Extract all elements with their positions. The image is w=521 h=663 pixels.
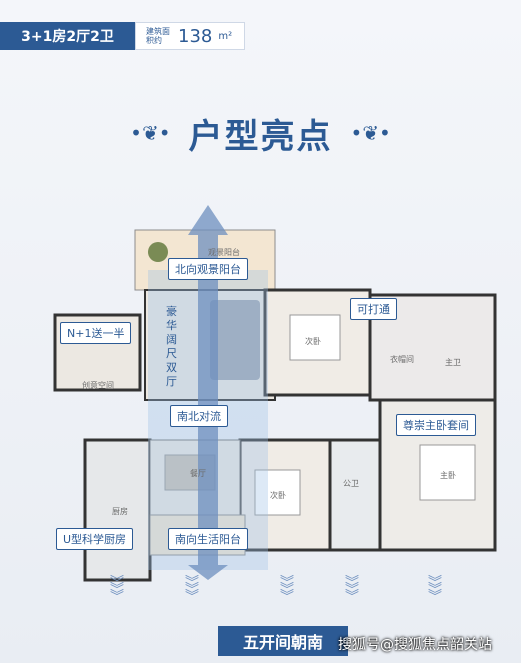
- kitchen-room: [83, 438, 152, 582]
- dining-tag: 餐厅: [190, 469, 206, 478]
- chevrons-icon: ︾︾︾: [345, 575, 359, 605]
- watermark: 搜狐号@搜狐焦点韶关站: [338, 637, 492, 653]
- public-bath-tag: 公卫: [343, 479, 359, 488]
- bedroom-b-tag: 次卧: [270, 491, 286, 500]
- master-bed-shape: [419, 444, 476, 501]
- kitchen-tag: 厨房: [112, 507, 128, 516]
- n-plus-one-label: N+1送一半: [60, 322, 132, 344]
- master-tag: 主卧: [440, 471, 456, 480]
- chevrons-icon: ︾︾︾: [428, 575, 442, 605]
- layout-tag: 3+1房2厅2卫: [0, 22, 135, 50]
- kitchen-label: U型科学厨房: [56, 528, 134, 550]
- master-bath-tag: 主卫: [445, 358, 461, 367]
- chevrons-icon: ︾︾︾: [110, 575, 124, 605]
- balcony-tag: 观景阳台: [208, 248, 240, 257]
- ventilation-label: 南北对流: [170, 405, 228, 427]
- chevrons-icon: ︾︾︾: [185, 575, 199, 605]
- chevrons-icon: ︾︾︾: [280, 575, 294, 605]
- bedroom-a-tag: 次卧: [305, 337, 321, 346]
- north-balcony-label: 北向观景阳台: [168, 258, 248, 280]
- bed-b-shape: [254, 469, 301, 516]
- master-suite-label: 尊崇主卧套间: [396, 414, 476, 436]
- page-title: 户型亮点: [188, 116, 333, 157]
- area-value: 138: [178, 25, 213, 47]
- openable-label: 可打通: [350, 298, 397, 320]
- title-row: •❦• 户型亮点 •❦•: [0, 108, 521, 158]
- creative-tag: 创意空间: [82, 381, 114, 390]
- public-bath-room: [328, 438, 382, 552]
- bed-a-shape: [289, 314, 341, 361]
- area-label: 建筑面积约: [146, 27, 170, 45]
- area-box: 建筑面积约 138 m²: [135, 22, 245, 50]
- area-unit: m²: [218, 30, 233, 42]
- south-balcony-label: 南向生活阳台: [168, 528, 248, 550]
- sofa-shape: [210, 300, 260, 380]
- bottom-banner: 五开间朝南: [218, 626, 348, 656]
- fleur-left-icon: •❦•: [130, 121, 171, 145]
- plant-shape: [148, 242, 168, 262]
- living-room-label: 豪华阔尺双厅: [166, 305, 177, 388]
- cloakroom-tag: 衣帽间: [390, 355, 414, 364]
- fleur-right-icon: •❦•: [350, 121, 391, 145]
- north-south-arrow: [188, 205, 228, 580]
